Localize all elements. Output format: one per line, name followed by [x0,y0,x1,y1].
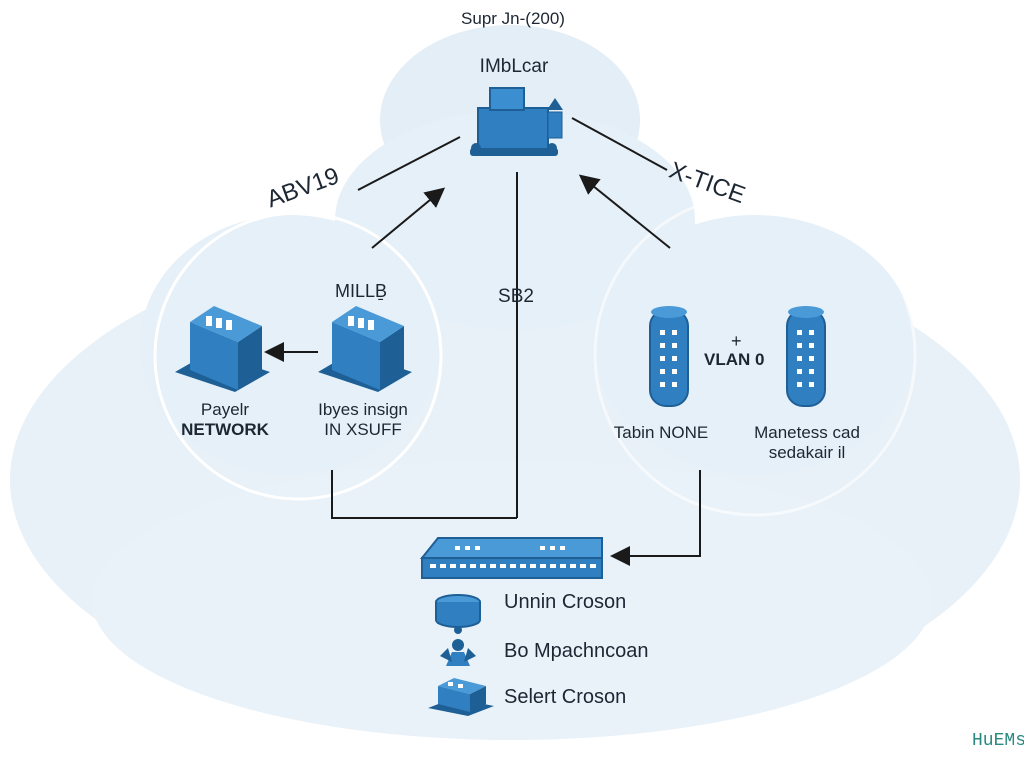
edge-right-arrow [578,174,671,249]
edge-left-bottom [331,470,517,519]
server-tower-icon [470,87,563,156]
node-d-label: Manetess cad sedakair il [754,423,860,463]
legend-item-2: Bo Mpachncoan [504,640,649,662]
right-group-boundary [593,193,917,517]
edge-right-top [571,117,668,171]
node-c-line1: Tabin NONE [613,423,709,442]
node-c-label: Tabin NONE [614,423,708,443]
node-a-label: Payelr NETWORK [181,400,269,440]
server-box-icon-b [318,306,412,392]
watermark-logo: HuEMs [972,731,1024,751]
node-a-line1: Payelr [200,400,250,419]
device-box-icon [428,678,494,716]
connectors [264,117,701,566]
node-b-line1: Ibyes insign [318,400,408,419]
svg-text:HuEMs: HuEMs [972,731,1024,751]
edge-center-label: SB2 [498,286,534,307]
server-rack-icon-c [649,306,689,407]
vlan-label: VLAN 0 [704,350,765,369]
network-switch-icon [419,537,603,579]
edge-right-to-switch [610,470,701,566]
server-rack-icon-d [786,306,826,407]
node-d-line2: sedakair il [768,443,846,462]
user-group-icon [440,639,476,666]
edge-left-arrow [371,187,446,249]
plus-label: + [731,331,742,351]
edge-left-top [357,136,461,191]
node-a-line2: NETWORK [181,420,269,439]
left-cluster-label: MILLḆ [334,281,388,301]
server-box-icon-a [175,306,270,392]
cloud-background [10,25,1020,740]
node-b-line2: IN XSUFF [324,420,402,439]
diagram-title: Supr Jn-(200) [461,9,565,28]
top-node-label: IMbLcar [479,56,549,77]
node-d-line1: Manetess cad [754,423,860,442]
left-group-boundary [153,211,443,501]
legend-item-3: Selert Croson [504,686,627,708]
database-icon [435,594,481,634]
legend-item-1: Unnin Croson [504,591,627,613]
node-b-label: Ibyes insign IN XSUFF [318,400,408,440]
